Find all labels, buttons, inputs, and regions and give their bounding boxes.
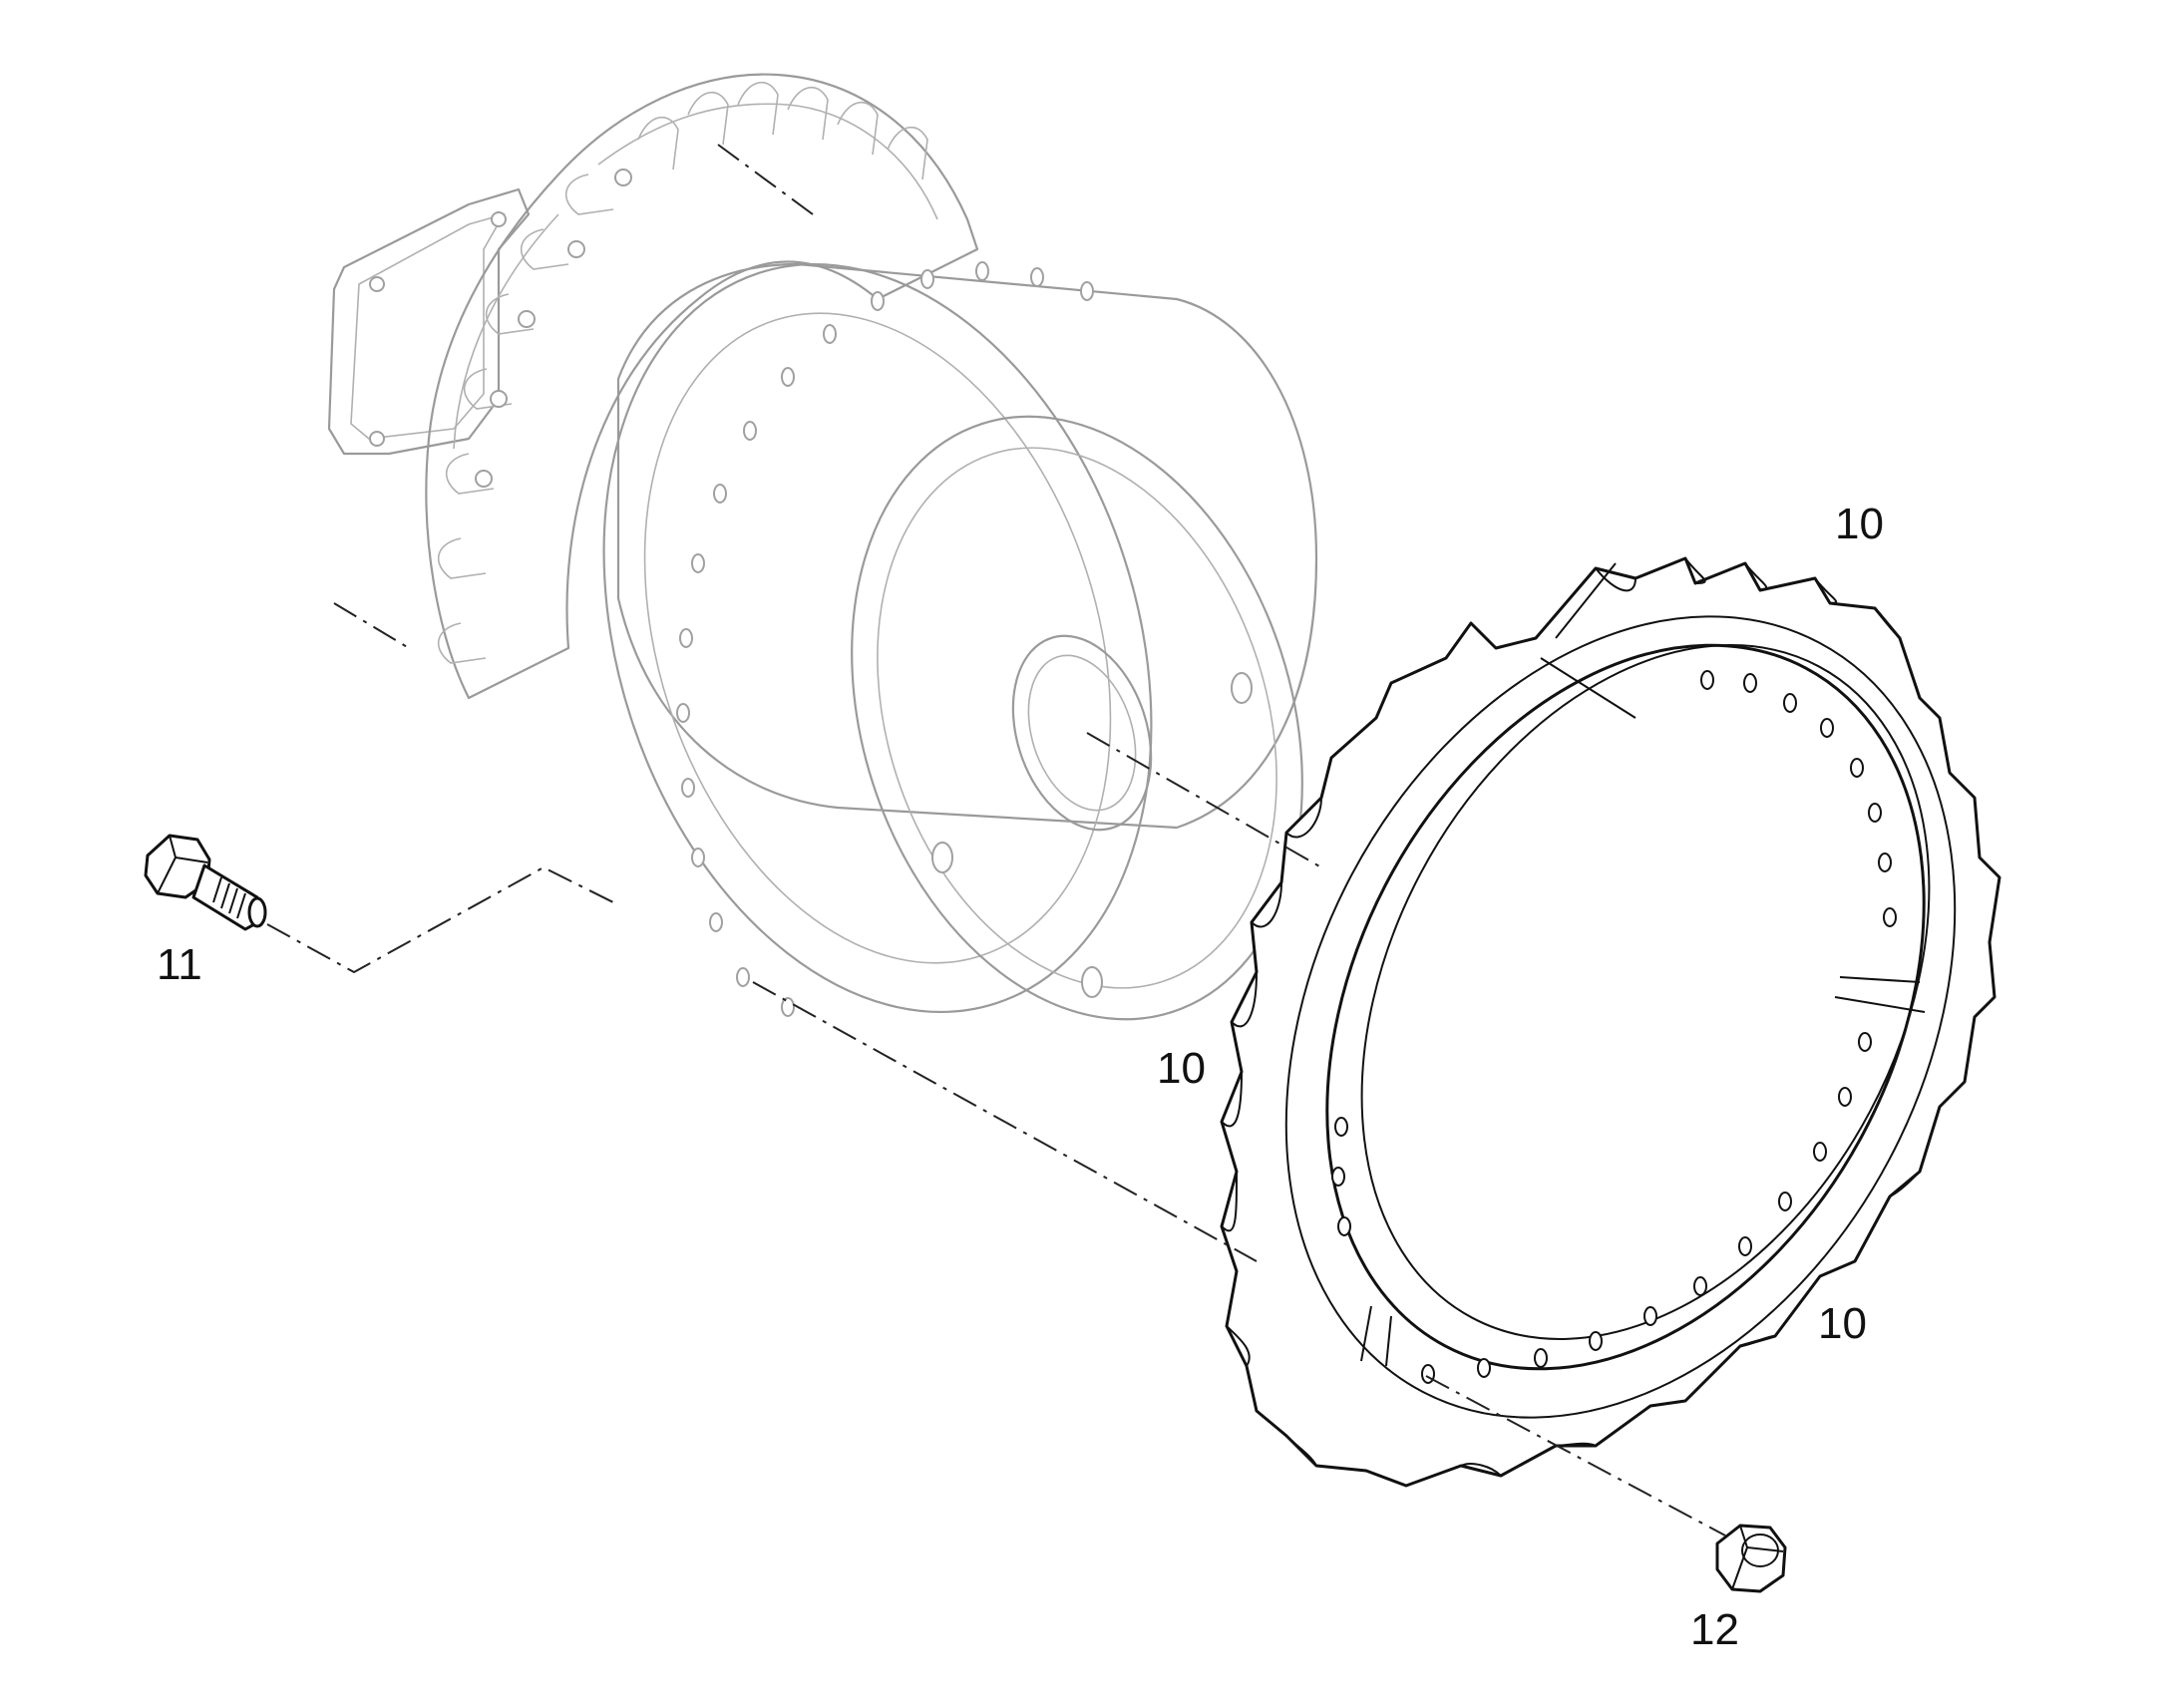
nut-part: [1715, 1524, 1787, 1593]
end-cap: [851, 415, 1303, 1021]
callout-10-left: 10: [1157, 1044, 1206, 1093]
ghost-sprocket-ring: [425, 73, 979, 700]
final-drive-hub: [327, 73, 1318, 1021]
segment-split-line-bottom: [1360, 1305, 1392, 1367]
sprocket-segments: [1220, 556, 2001, 1488]
callout-10-top: 10: [1835, 500, 1884, 548]
callout-12: 12: [1690, 1605, 1739, 1654]
hub-flange-bolt-holes: [676, 261, 1094, 1017]
callout-labels: 10 10 10 11 12: [157, 500, 1884, 1654]
segment-split-line-right: [1834, 976, 1926, 1013]
callout-11: 11: [157, 940, 202, 989]
nut-hex: [1715, 1524, 1787, 1593]
mounting-flange-plate: [327, 187, 531, 456]
hub-flange-ring: [602, 263, 1153, 1013]
center-hub-boss: [1011, 634, 1153, 832]
callout-10-bottom: 10: [1818, 1299, 1867, 1348]
assembly-leader-lines: [266, 144, 1726, 1537]
drum-body: [616, 262, 1318, 830]
segment-split-line-top: [1540, 562, 1636, 719]
bolt-part: [144, 834, 267, 931]
sprocket-inner-bore: [1325, 643, 1926, 1371]
sprocket-bolt-holes: [1331, 670, 1897, 1384]
